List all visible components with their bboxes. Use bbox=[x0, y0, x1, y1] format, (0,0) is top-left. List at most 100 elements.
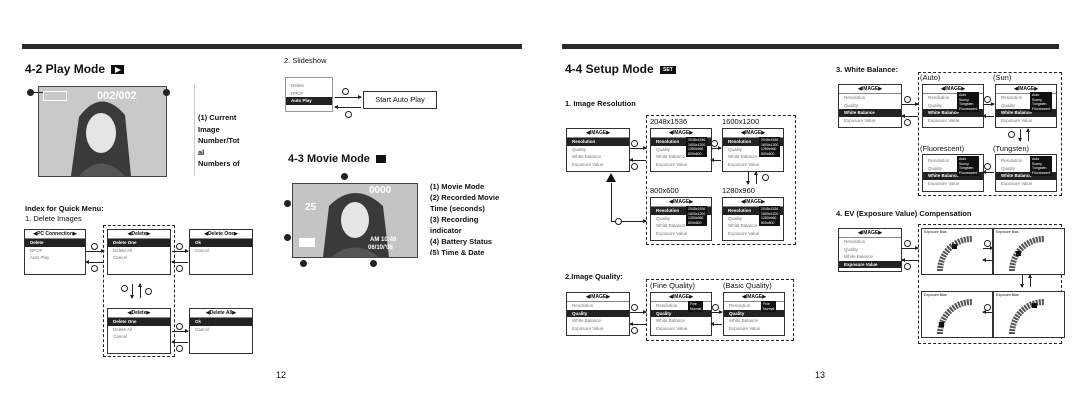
ok-circle bbox=[984, 240, 991, 247]
quality-opt-1-sub: Fine Normal bbox=[688, 301, 704, 312]
resolution-main-menu: ◀IMAGE▶ Resolution Quality White Balance… bbox=[566, 128, 630, 172]
arrow-left bbox=[85, 260, 104, 264]
wb-opt-4-label: (Tungsten) bbox=[993, 144, 1029, 153]
arrow-left bbox=[982, 258, 993, 262]
arrow-right bbox=[630, 146, 647, 150]
back-circle bbox=[904, 263, 911, 270]
ev-panel-1: Exposure Bias bbox=[921, 228, 993, 275]
arrow-right bbox=[630, 310, 647, 314]
arrow-left bbox=[901, 258, 918, 262]
ok-circle bbox=[91, 243, 98, 250]
quality-opt-1-menu: ◀IMAGE▶ Resolution Quality White Balance… bbox=[650, 292, 712, 336]
quality-heading: 2.Image Quality: bbox=[565, 272, 623, 281]
ev-panel-2: Exposure Bias bbox=[993, 228, 1065, 275]
ev-panel-3: Exposure Bias bbox=[921, 291, 993, 338]
wb-frame bbox=[918, 72, 1062, 196]
ok-circle bbox=[342, 88, 349, 95]
arrow-right bbox=[983, 246, 994, 250]
arrow-left bbox=[171, 260, 188, 264]
arrow-down bbox=[130, 284, 134, 299]
woman-portrait-image bbox=[39, 87, 166, 176]
page-number-right: 13 bbox=[815, 370, 826, 380]
wb-opt-2-sub: Auto Sunny Tungsten Fluorescent bbox=[1030, 92, 1053, 112]
movie-callout-3 bbox=[284, 234, 291, 241]
movie-callout-5 bbox=[370, 260, 377, 267]
back-circle bbox=[631, 163, 638, 170]
movie-clock: AM 10:48 bbox=[370, 237, 397, 243]
label-divider bbox=[194, 84, 195, 176]
movie-callout-4 bbox=[300, 260, 307, 267]
delete-all-menu: ◀Delete All▶ Ok Cancel bbox=[189, 308, 253, 354]
menu-item-auto-play: Auto Play bbox=[286, 97, 332, 105]
ok-circle bbox=[631, 140, 638, 147]
res-opt-2-label: 1600x1200 bbox=[722, 117, 760, 126]
quick-menu-sub: 1. Delete Images bbox=[25, 214, 82, 223]
arrow-left bbox=[982, 170, 994, 174]
ev-scale-icon bbox=[937, 299, 973, 335]
ok-circle bbox=[711, 140, 718, 147]
ok-circle bbox=[984, 163, 991, 170]
arrow-right bbox=[172, 249, 189, 253]
menu-item-dpof: DPOF bbox=[291, 90, 304, 96]
arrow-down bbox=[1018, 129, 1022, 142]
quality-opt-2-menu: ◀IMAGE▶ Resolution Quality White Balance… bbox=[723, 292, 785, 336]
down-circle bbox=[121, 285, 128, 292]
back-circle bbox=[176, 265, 183, 272]
wb-opt-3-sub: Auto Sunny Tungsten Fluorescent bbox=[957, 156, 980, 176]
res-opt-4-sub: 2048x1536 1600x1200 1280x960 800x600 bbox=[759, 206, 781, 226]
arrow-right bbox=[711, 310, 723, 314]
ok-circle bbox=[631, 304, 638, 311]
arrow-down bbox=[1020, 275, 1024, 288]
resolution-heading: 1. Image Resolution bbox=[565, 99, 636, 108]
movie-mode-title: 4-3 Movie Mode bbox=[288, 153, 386, 165]
menu-item-delete: Delete bbox=[291, 83, 305, 88]
movie-date: 06/10/'08 bbox=[368, 245, 393, 251]
return-line bbox=[611, 183, 612, 221]
white-balance-heading: 3. White Balance: bbox=[836, 65, 899, 74]
arrow-right bbox=[172, 329, 189, 333]
ok-circle bbox=[712, 304, 719, 311]
delete-menu-2: ◀Delete▶ Delete One Delete All Cancel bbox=[107, 308, 171, 354]
setup-mode-title: 4-4 Setup Mode SET bbox=[565, 62, 676, 76]
arrow-up bbox=[1028, 274, 1032, 287]
page-number-left: 12 bbox=[276, 370, 287, 380]
arrow-left bbox=[901, 114, 918, 118]
res-opt-3-menu: ◀IMAGE▶ Resolution Quality White Balance… bbox=[650, 197, 712, 241]
play-mode-title: 4-2 Play Mode bbox=[25, 62, 125, 76]
back-circle bbox=[176, 345, 183, 352]
movie-counter: 0000 bbox=[369, 185, 392, 196]
ok-circle bbox=[984, 96, 991, 103]
arrow-left bbox=[982, 114, 994, 118]
play-icon bbox=[111, 65, 125, 75]
image-counter: 002/002 bbox=[97, 90, 137, 102]
ev-scale-icon bbox=[1009, 236, 1045, 272]
arrow-right bbox=[711, 146, 722, 150]
movie-labels: (1) Movie Mode (2) Recorded Movie Time (… bbox=[430, 182, 500, 255]
start-auto-play-box: Start Auto Play bbox=[363, 91, 437, 109]
return-arrow bbox=[611, 219, 647, 223]
arrow-left bbox=[629, 322, 646, 326]
battery-icon bbox=[43, 91, 67, 101]
back-circle bbox=[631, 327, 638, 334]
ok-circle bbox=[176, 323, 183, 330]
arrow-left bbox=[982, 310, 993, 314]
wb-opt-2-label: (Sun) bbox=[993, 73, 1012, 82]
resolution-frame bbox=[646, 115, 796, 245]
ev-scale-icon bbox=[937, 236, 973, 272]
play-mode-preview: 002/002 bbox=[38, 86, 167, 177]
setup-icon: SET bbox=[660, 65, 676, 74]
wb-main-menu: ◀IMAGE▶ Resolution Quality White Balance… bbox=[838, 84, 902, 128]
back-circle bbox=[904, 119, 911, 126]
arrow-left bbox=[629, 158, 646, 162]
delete-menu-1: ◀Delete▶ Delete One Delete All Cancel bbox=[107, 229, 171, 275]
arrow-left bbox=[710, 158, 721, 162]
quality-opt-2-label: (Basic Quality) bbox=[723, 281, 772, 290]
res-opt-2-sub: 2048x1536 1600x1200 1280x960 800x600 bbox=[759, 137, 781, 157]
ok-circle bbox=[984, 304, 991, 311]
arrow-back bbox=[334, 105, 361, 109]
quality-opt-2-sub: Fine Normal bbox=[761, 301, 777, 312]
arrow-right bbox=[86, 249, 105, 253]
wb-opt-3-menu: Resolution Quality White Balance Exposur… bbox=[922, 154, 984, 192]
callout-1 bbox=[163, 89, 170, 96]
back-circle bbox=[615, 218, 622, 225]
